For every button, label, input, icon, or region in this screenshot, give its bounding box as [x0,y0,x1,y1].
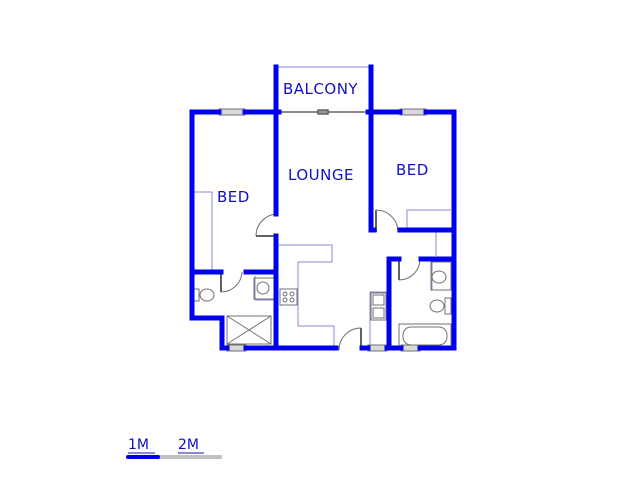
fixtures [193,66,451,348]
room-label-balcony: BALCONY [283,80,359,98]
sliding-door [281,109,365,115]
walls [189,64,457,351]
sanitary-fixtures [193,261,452,349]
room-label-bed-right: BED [396,161,429,179]
room-label-bed-left: BED [217,188,250,206]
scale-label-2m: 2M [178,437,199,453]
scale-bar [126,452,222,459]
room-label-lounge: LOUNGE [288,166,354,184]
scale-label-1m: 1M [128,437,149,453]
windows [218,108,427,352]
